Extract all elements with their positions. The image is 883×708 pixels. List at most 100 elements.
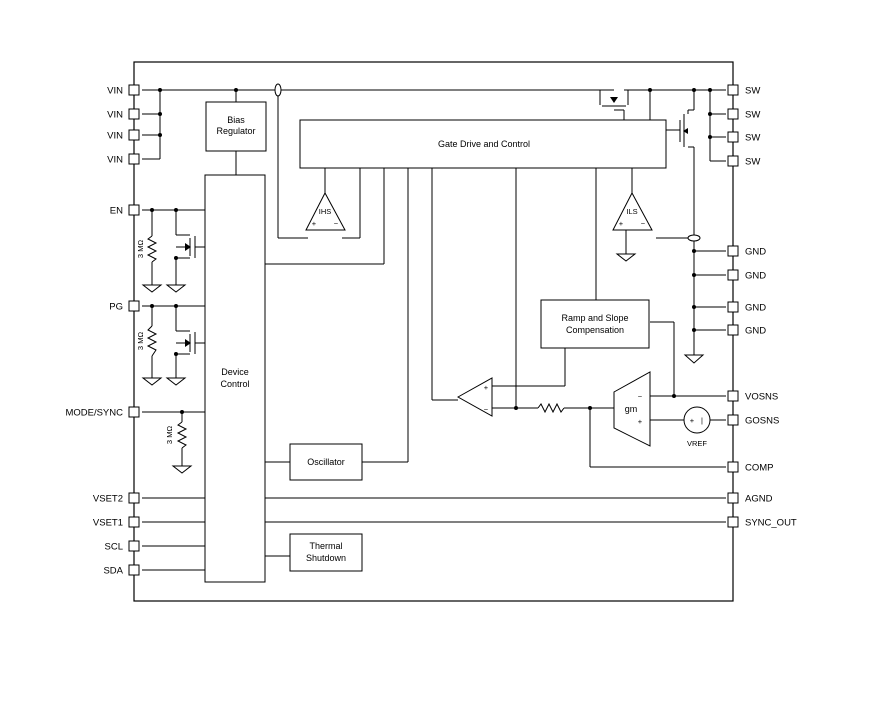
pin-label: VIN — [107, 86, 123, 97]
ground-icon — [165, 377, 187, 386]
pin-pad — [727, 414, 739, 426]
ground-icon — [141, 377, 163, 386]
mosfet-arrow-icon — [610, 97, 618, 103]
pin-pad — [128, 564, 140, 576]
pin-label: GND — [745, 247, 766, 258]
pin-gnd2: GND — [727, 269, 766, 282]
ils-amplifier: ILS + − — [612, 191, 653, 231]
pin-vset2: VSET2 — [93, 492, 140, 505]
svg-text:Gate Drive and Control: Gate Drive and Control — [438, 139, 530, 149]
pin-vset1: VSET1 — [93, 516, 140, 529]
svg-text:−: − — [484, 405, 489, 414]
pin-label: GND — [745, 271, 766, 282]
pin-vin4: VIN — [107, 153, 140, 166]
pin-vin1: VIN — [107, 84, 140, 97]
mosfet-arrow-icon — [185, 339, 191, 347]
pin-label: MODE/SYNC — [65, 408, 123, 419]
pin-vin2: VIN — [107, 108, 140, 121]
ihs-amplifier: IHS + − — [305, 191, 346, 231]
pin-vin3: VIN — [107, 129, 140, 142]
bias-regulator-block: Bias Regulator — [205, 101, 267, 152]
ground-icon — [141, 284, 163, 293]
svg-text:Bias: Bias — [227, 115, 245, 125]
ramp-compensation-block: Ramp and Slope Compensation — [540, 299, 650, 349]
svg-text:−: − — [638, 392, 643, 401]
pin-pad — [128, 204, 140, 216]
current-sense-icon — [274, 83, 282, 97]
ground-icon — [171, 465, 193, 474]
resistor-label-mode: 3 MΩ — [165, 426, 174, 445]
pin-sw3: SW — [727, 131, 760, 144]
pin-label: COMP — [745, 463, 774, 474]
pin-label: PG — [109, 302, 123, 313]
svg-text:+: + — [638, 417, 643, 426]
pin-label: SDA — [103, 566, 123, 577]
ground-icon — [165, 284, 187, 293]
pin-gosns: GOSNS — [727, 414, 779, 427]
svg-text:VREF: VREF — [687, 439, 707, 448]
pin-label: SW — [745, 110, 760, 121]
pin-comp: COMP — [727, 461, 774, 474]
pin-pad — [128, 406, 140, 418]
pin-pad — [727, 390, 739, 402]
pin-label: EN — [110, 206, 123, 217]
pin-gnd1: GND — [727, 245, 766, 258]
pin-pad — [727, 269, 739, 281]
pin-gnd4: GND — [727, 324, 766, 337]
pin-pad — [727, 301, 739, 313]
pin-pad — [727, 84, 739, 96]
svg-text:−: − — [334, 219, 339, 228]
pwm-comparator: + − — [456, 377, 493, 417]
resistor-label-pg: 3 MΩ — [136, 332, 145, 351]
device-control-block: Device Control — [204, 174, 266, 583]
pin-label: VOSNS — [745, 392, 778, 403]
pin-pad — [727, 516, 739, 528]
pin-label: VSET1 — [93, 518, 123, 529]
thermal-shutdown-block: Thermal Shutdown — [289, 533, 363, 572]
current-sense-icon — [687, 234, 701, 242]
pin-pad — [128, 108, 140, 120]
right-pins: SWSWSWSWGNDGNDGNDGNDVOSNSGOSNSCOMPAGNDSY… — [727, 84, 797, 529]
svg-text:ILS: ILS — [626, 207, 637, 216]
pin-label: SYNC_OUT — [745, 518, 797, 529]
svg-text:+: + — [312, 219, 317, 228]
vref-source: + | VREF — [683, 406, 711, 448]
pin-scl: SCL — [105, 540, 140, 553]
pin-label: SCL — [105, 542, 123, 553]
pin-label: VIN — [107, 110, 123, 121]
pin-label: GND — [745, 326, 766, 337]
svg-text:+: + — [690, 416, 695, 425]
pin-pad — [727, 492, 739, 504]
resistor-label-en: 3 MΩ — [136, 240, 145, 259]
svg-text:Compensation: Compensation — [566, 325, 624, 335]
mosfet-arrow-icon — [185, 243, 191, 251]
ground-icon — [615, 253, 637, 262]
resistor-icon — [146, 325, 158, 357]
svg-text:+: + — [619, 219, 624, 228]
pin-gnd3: GND — [727, 301, 766, 314]
svg-text:Ramp and Slope: Ramp and Slope — [561, 313, 628, 323]
svg-text:Control: Control — [220, 379, 249, 389]
pin-en: EN — [110, 204, 140, 217]
pin-pad — [128, 516, 140, 528]
pin-pad — [128, 129, 140, 141]
pin-label: VIN — [107, 131, 123, 142]
svg-text:Device: Device — [221, 367, 249, 377]
pin-label: VSET2 — [93, 494, 123, 505]
svg-text:|: | — [701, 416, 703, 425]
pin-sync_out: SYNC_OUT — [727, 516, 797, 529]
pin-pad — [128, 153, 140, 165]
pin-sw2: SW — [727, 108, 760, 121]
pin-sw1: SW — [727, 84, 760, 97]
svg-text:Shutdown: Shutdown — [306, 553, 346, 563]
pin-pad — [128, 300, 140, 312]
pin-sw4: SW — [727, 155, 760, 168]
resistor-icon — [537, 402, 565, 414]
pin-pad — [727, 245, 739, 257]
ground-icon — [683, 354, 705, 364]
oscillator-block: Oscillator — [289, 443, 363, 481]
pin-pad — [727, 131, 739, 143]
resistor-icon — [146, 235, 158, 263]
